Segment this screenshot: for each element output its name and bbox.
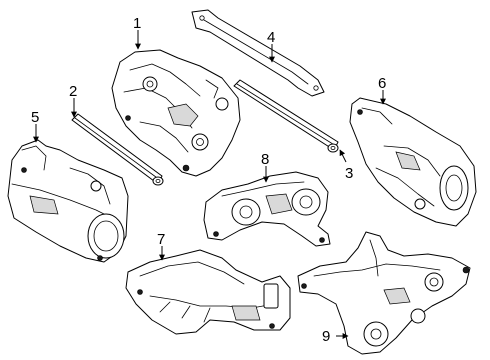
part-7-cradle (125, 249, 291, 335)
callout-6: 6 (378, 75, 386, 92)
leader-3 (339, 149, 347, 163)
part-9-mount-bracket (297, 231, 471, 355)
callout-8: 8 (261, 151, 269, 168)
part-8-bracket (203, 171, 331, 247)
part-2-rod (71, 113, 164, 186)
callout-3: 3 (345, 165, 353, 182)
callout-9: 9 (322, 328, 330, 345)
part-5-housing (7, 139, 129, 263)
callout-5: 5 (31, 109, 39, 126)
part-4-strap (191, 9, 325, 97)
callout-4: 4 (267, 29, 275, 46)
part-3-rod (233, 79, 339, 153)
callout-2: 2 (69, 83, 77, 100)
callout-labels: 1 2 3 4 5 6 7 8 9 (31, 15, 386, 345)
callout-7: 7 (157, 231, 165, 248)
part-6-housing (349, 97, 477, 227)
callout-leaders (33, 30, 386, 339)
callout-1: 1 (133, 15, 141, 32)
part-1-mount-bracket (111, 49, 241, 177)
